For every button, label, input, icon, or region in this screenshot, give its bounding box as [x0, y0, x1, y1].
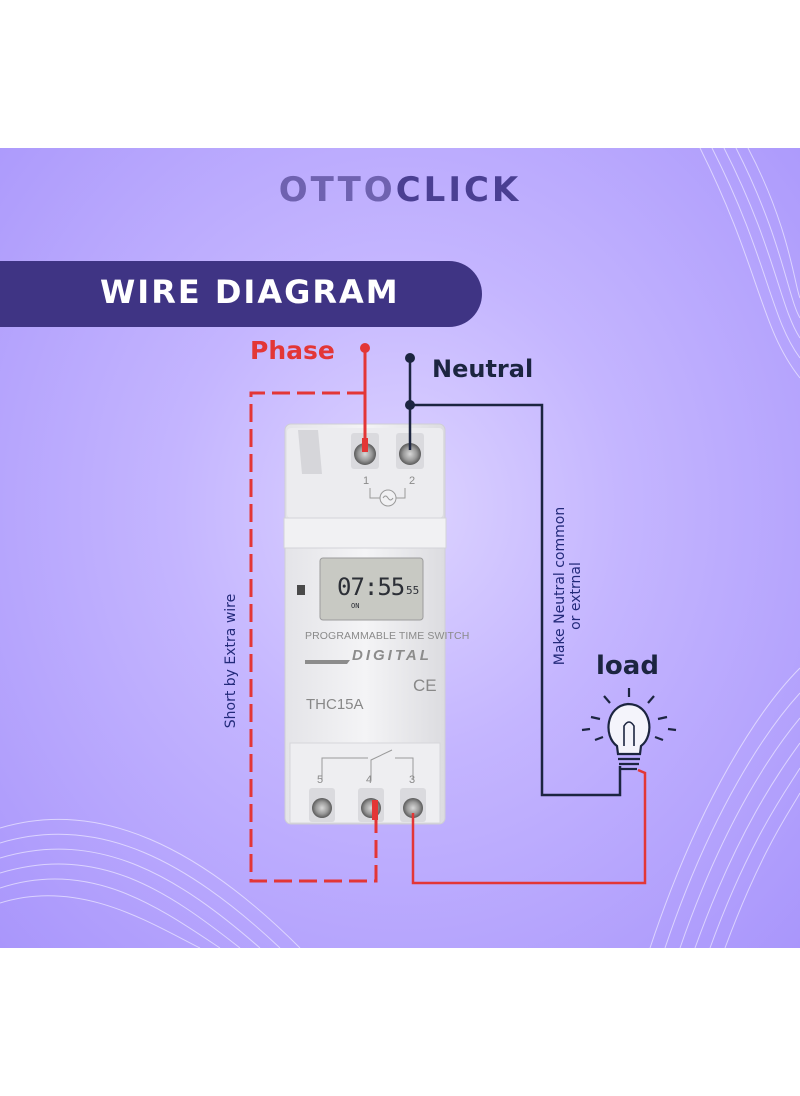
page-title: WIRE DIAGRAM: [100, 273, 400, 311]
neutral-common-label-line2: or extrnal: [568, 562, 584, 630]
terminal-5-screw: [312, 798, 332, 818]
brand-logo: OTTOCLICK: [0, 170, 800, 210]
device-label-top: PROGRAMMABLE TIME SWITCH: [305, 630, 470, 642]
short-wire: [249, 391, 378, 883]
diagram-panel: OTTOCLICK WIRE DIAGRAM: [0, 148, 800, 948]
title-banner: WIRE DIAGRAM: [0, 261, 482, 327]
lcd-status: ON: [351, 602, 360, 610]
load-wire: [411, 768, 647, 885]
wiring-diagram: [249, 343, 677, 885]
brand-part2: CLICK: [395, 170, 522, 210]
neutral-common-label-line1: Make Neutral common: [552, 506, 568, 666]
light-bulb-icon: [581, 688, 677, 771]
terminal-number-1: 1: [363, 475, 370, 487]
device-model: THC15A: [306, 696, 364, 713]
terminal-2-screw: [399, 443, 421, 465]
terminal-number-2: 2: [409, 475, 416, 487]
ce-mark: CE: [413, 676, 437, 695]
background-waves: [0, 148, 800, 948]
lcd-time: 07:55: [337, 573, 405, 601]
terminal-3-screw: [403, 798, 423, 818]
lcd-seconds: 55: [406, 584, 420, 597]
short-wire-label: Short by Extra wire: [223, 593, 239, 729]
terminal-number-3: 3: [409, 774, 416, 786]
terminal-number-5: 5: [317, 774, 324, 786]
time-switch-device: [283, 423, 447, 825]
phase-label: Phase: [250, 336, 335, 365]
brand-part1: OTTO: [278, 170, 396, 210]
terminal-number-4: 4: [366, 774, 373, 786]
phase-wire: [360, 343, 370, 452]
neutral-label: Neutral: [432, 355, 534, 383]
device-label-brand: DIGITAL: [352, 647, 432, 664]
load-label: load: [596, 651, 659, 681]
lcd-display: [319, 557, 424, 621]
terminal-1-screw: [354, 443, 376, 465]
